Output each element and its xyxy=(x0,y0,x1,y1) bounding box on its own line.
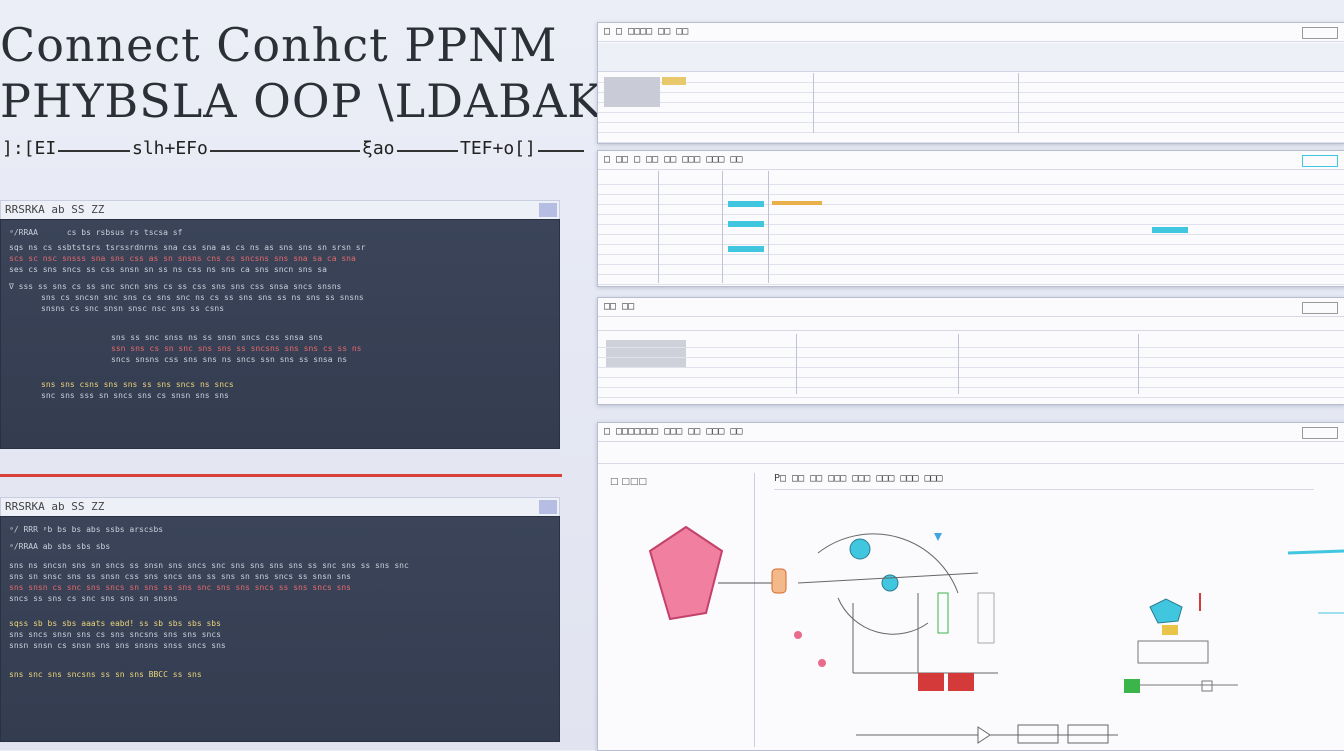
code-line: ses cs sns sncs ss css snsn sn ss ns css… xyxy=(9,265,327,274)
headline-line-2: PHYBSLA OOP \LDABAKS xyxy=(0,74,636,128)
highlight-cell[interactable] xyxy=(662,77,686,85)
code-line: ᵃ/RRAA ab sbs sbs sbs xyxy=(9,542,111,551)
code-line: snc sns sss sn sncs sns cs snsn sns sns xyxy=(41,391,229,400)
cyan-node xyxy=(881,574,899,592)
pink-shape xyxy=(648,525,724,621)
table-window-1: □ □ □□□□ □□ □□ xyxy=(597,22,1344,144)
red-block xyxy=(918,673,944,691)
separator-line xyxy=(0,474,562,477)
toolbar xyxy=(598,43,1344,72)
window-3-titlebar: □□ □□ xyxy=(598,298,1344,317)
window-controls[interactable] xyxy=(1302,427,1338,439)
orange-node xyxy=(771,568,787,594)
pink-node xyxy=(818,659,826,667)
window-controls[interactable] xyxy=(1302,155,1338,167)
code-line: sns sncs snsn sns cs sns sncsns sns sns … xyxy=(9,630,221,639)
window-controls[interactable] xyxy=(1302,302,1338,314)
cyan-connector xyxy=(1287,549,1344,555)
window-4-titlebar: □ □□□□□□□ □□□ □□ □□□ □□ xyxy=(598,423,1344,442)
code-line: ᵃ/RRAA cs bs rsbsus rs tscsa sf xyxy=(9,228,183,237)
code-panel-top-body: ᵃ/RRAA cs bs rsbsus rs tscsa sf sqs ns c… xyxy=(0,219,560,449)
tool-palette: □ □□□ xyxy=(604,473,755,747)
code-panel-top-titlebar: RRSRKA ab SS ZZ xyxy=(0,200,560,219)
cyan-node xyxy=(849,538,871,560)
cyan-cell[interactable] xyxy=(1152,227,1188,233)
selected-row-block[interactable] xyxy=(604,77,660,107)
cyan-hex xyxy=(1149,598,1183,624)
code-line: ᵃ/ RRR ᵖb bs bs abs ssbs arscsbs xyxy=(9,525,164,534)
maximize-icon[interactable] xyxy=(539,500,557,514)
code-line: ∇ sss ss sns cs ss snc sncn sns cs ss cs… xyxy=(9,282,342,291)
code-line: sns ns sncsn sns sn sncs ss snsn sns snc… xyxy=(9,561,409,570)
code-line: sns sn snsc sns ss snsn css sns sncs sns… xyxy=(9,572,351,581)
maximize-icon[interactable] xyxy=(539,203,557,217)
headline-line-1: Connect Conhct PPNM xyxy=(0,18,558,72)
headline: Connect Conhct PPNM PHYBSLA OOP \LDABAKS… xyxy=(0,18,636,162)
headline-line-3: ]:[EI slh+EFo ξao TEF+o[] xyxy=(0,138,590,162)
pink-node xyxy=(794,631,802,639)
arc-path xyxy=(817,533,959,594)
window-1-titlebar: □ □ □□□□ □□ □□ xyxy=(598,23,1344,42)
code-line: sns ss snc snss ns ss snsn sncs css snsa… xyxy=(111,333,323,342)
code-line: sqss sb bs sbs aaats eabd! ss sb sbs sbs… xyxy=(9,619,221,628)
table-body xyxy=(598,175,1344,285)
table-window-2: □ □□ □ □□ □□ □□□ □□□ □□ xyxy=(597,150,1344,287)
table-body xyxy=(598,338,1344,398)
cyan-cell[interactable] xyxy=(728,201,764,207)
blue-marker xyxy=(934,533,942,541)
code-panel-bottom-titlebar: RRSRKA ab SS ZZ xyxy=(0,497,560,516)
window-2-titlebar: □ □□ □ □□ □□ □□□ □□□ □□ xyxy=(598,151,1344,170)
yellow-block xyxy=(1162,625,1178,635)
code-line: sns cs sncsn snc sns cs sns snc ns cs ss… xyxy=(41,293,364,302)
code-line: sns sns csns sns sns ss sns sncs ns sncs xyxy=(41,380,234,389)
code-panel-bottom: RRSRKA ab SS ZZ ᵃ/ RRR ᵖb bs bs abs ssbs… xyxy=(0,497,560,742)
code-line: snsns cs snc snsn snsc nsc sns ss csns xyxy=(41,304,225,313)
code-line: ssn sns cs sn snc sns sns ss sncsns sns … xyxy=(111,344,362,353)
window-controls[interactable] xyxy=(1302,27,1338,39)
code-panel-bottom-body: ᵃ/ RRR ᵖb bs bs abs ssbs arscsbs ᵃ/RRAA … xyxy=(0,516,560,742)
table-window-3: □□ □□ xyxy=(597,297,1344,405)
code-line: sqs ns cs ssbtstsrs tsrssrdnrns sna css … xyxy=(9,243,366,252)
orange-cell[interactable] xyxy=(772,201,822,205)
code-panel-top: RRSRKA ab SS ZZ ᵃ/RRAA cs bs rsbsus rs t… xyxy=(0,200,560,449)
toolbar xyxy=(598,443,1344,464)
cyan-cell[interactable] xyxy=(728,246,764,252)
code-line: scs sc nsc snsss sna sns css as sn snsns… xyxy=(9,254,356,263)
green-block xyxy=(1124,679,1140,693)
code-line: sns snsn cs snc sns sncs sn sns ss sns s… xyxy=(9,583,351,592)
canvas-header: P□ □□ □□ □□□ □□□ □□□ □□□ □□□ xyxy=(774,473,1314,490)
table-body xyxy=(598,73,1344,143)
toolbar xyxy=(598,318,1344,331)
code-line: snsn snsn cs snsn sns sns snsns snss snc… xyxy=(9,641,226,650)
diagram-window: □ □□□□□□□ □□□ □□ □□□ □□ □ □□□ P□ □□ □□ □… xyxy=(597,422,1344,751)
cyan-cell[interactable] xyxy=(728,221,764,227)
diagram-canvas[interactable] xyxy=(598,423,1344,750)
red-block xyxy=(948,673,974,691)
code-line: sncs snsns css sns sns ns sncs ssn sns s… xyxy=(111,355,348,364)
code-line: sncs ss sns cs snc sns sns sn snsns xyxy=(9,594,178,603)
selected-row-block[interactable] xyxy=(606,340,686,368)
code-line: sns snc sns sncsns ss sn sns BBCC ss sns xyxy=(9,670,202,679)
